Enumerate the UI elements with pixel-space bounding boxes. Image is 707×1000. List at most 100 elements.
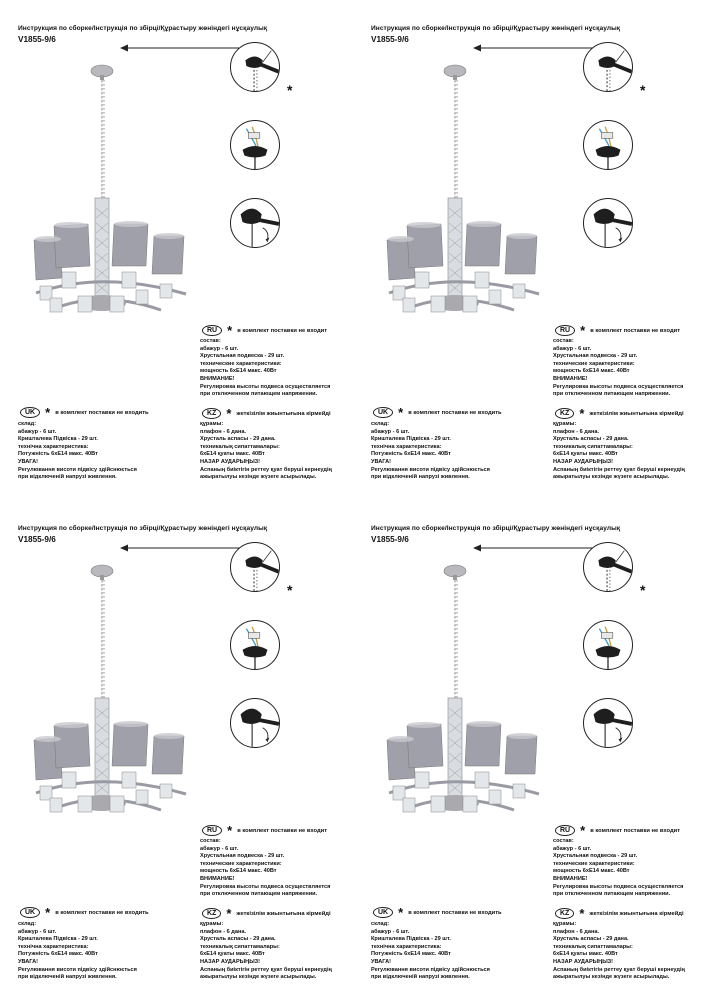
chandelier-illustration (386, 64, 540, 313)
chandelier-illustration (33, 64, 187, 313)
star-icon: * (45, 905, 51, 920)
uk-line: при відключеній напрузі живлення. (18, 974, 117, 981)
chandelier-illustration (386, 564, 540, 813)
kz-note-row: KZ * жеткізілім жиынтығына кірмейді (555, 407, 684, 420)
kz-line: техникалық сипаттамалары: (200, 443, 280, 450)
kz-note: жеткізілім жиынтығына кірмейді (236, 910, 331, 917)
ru-note: в комплект поставки не входит (590, 827, 681, 834)
document-title: Инструкция по сборке/Інструкція по збірц… (18, 25, 268, 32)
kz-note: жеткізілім жиынтығына кірмейді (589, 910, 684, 917)
ru-line: Регулировка высоты подвеса осуществляетс… (553, 383, 684, 390)
uk-line: склад: (18, 421, 37, 427)
ru-badge: RU (555, 825, 576, 836)
star-icon: * (640, 582, 646, 598)
ru-line: мощность 6хЕ14 макс. 40Вт (553, 368, 630, 375)
kz-line: ажыратылуы кезінде жүзеге асырылады. (200, 974, 317, 981)
ru-text-block: состав: абажур - 6 шт. Хрустальная подве… (553, 838, 683, 899)
kz-line: Аспаның биіктігін реттеу қуат беруші кер… (553, 966, 685, 973)
ru-line: абажур - 6 шт. (553, 345, 592, 352)
ru-line: Хрустальная подвеска - 29 шт. (553, 853, 638, 860)
kz-line: құрамы: (553, 921, 577, 927)
ru-line: ВНИМАНИЕ! (553, 375, 588, 382)
ru-note-row: RU * в комплект поставки не входит (202, 823, 328, 838)
uk-line: склад: (371, 421, 390, 427)
uk-line: технічна характеристика: (18, 443, 89, 450)
kz-badge: KZ (202, 908, 222, 919)
kz-note: жеткізілім жиынтығына кірмейді (589, 410, 684, 417)
star-icon: * (287, 82, 293, 98)
model-number: V1855-9/6 (18, 35, 56, 44)
star-icon: * (45, 405, 51, 420)
ru-note-row: RU * в комплект поставки не входит (555, 324, 681, 337)
ru-badge: RU (202, 825, 223, 836)
ru-line: при отключенном питающем напряжении. (200, 891, 318, 898)
ru-line: мощность 6хЕ14 макс. 40Вт (200, 868, 277, 875)
uk-line: Кришталева Підвіска - 29 шт. (18, 436, 98, 443)
uk-line: абажур - 6 шт. (18, 928, 57, 935)
kz-text-block: құрамы: плафон - 6 дана. Хрусталь аспасы… (553, 421, 685, 482)
ru-text-block: состав: абажур - 6 шт. Хрустальная подве… (553, 338, 683, 399)
kz-note-row: KZ * жеткізілім жиынтығына кірмейді (202, 407, 331, 420)
uk-note-row: UK * в комплект поставки не входить (373, 405, 502, 420)
uk-line: УВАГА! (18, 958, 39, 965)
kz-note: жеткізілім жиынтығына кірмейді (236, 410, 331, 417)
uk-line: при відключеній напрузі живлення. (371, 974, 470, 981)
kz-badge: KZ (555, 408, 575, 419)
uk-line: УВАГА! (18, 458, 39, 465)
uk-line: склад: (371, 921, 390, 927)
document-title: Инструкция по сборке/Інструкція по збірц… (18, 525, 268, 532)
ru-line: состав: (200, 838, 221, 844)
uk-text-block: склад: абажур - 6 шт. Кришталева Підвіск… (18, 921, 137, 982)
ru-line: ВНИМАНИЕ! (553, 875, 588, 882)
instruction-panel: Инструкция по сборке/Інструкція по збірц… (0, 500, 353, 1000)
ru-line: состав: (553, 838, 574, 844)
kz-line: Хрусталь аспасы - 29 дана. (200, 436, 276, 443)
star-icon: * (579, 906, 585, 921)
uk-line: склад: (18, 921, 37, 927)
ru-line: абажур - 6 шт. (200, 345, 239, 352)
uk-line: Потужність 6хЕ14 макс. 40Вт (18, 951, 98, 958)
kz-text-block: құрамы: плафон - 6 дана. Хрусталь аспасы… (200, 921, 332, 982)
uk-line: при відключеній напрузі живлення. (18, 474, 117, 481)
uk-line: Кришталева Підвіска - 29 шт. (371, 436, 451, 443)
kz-line: НАЗАР АУДАРЫҢЫЗ! (200, 458, 261, 465)
ru-note: в комплект поставки не входит (590, 327, 681, 334)
model-number: V1855-9/6 (371, 35, 409, 44)
kz-line: құрамы: (200, 921, 224, 927)
model-number: V1855-9/6 (18, 535, 56, 544)
star-icon: * (227, 823, 233, 838)
kz-line: НАЗАР АУДАРЫҢЫЗ! (200, 958, 261, 965)
star-icon: * (226, 906, 232, 921)
uk-text-block: склад: абажур - 6 шт. Кришталева Підвіск… (371, 421, 490, 482)
ru-line: при отключенном питающем напряжении. (553, 391, 671, 398)
uk-line: УВАГА! (371, 958, 392, 965)
uk-line: технічна характеристика: (371, 443, 442, 450)
uk-badge: UK (20, 907, 41, 918)
model-number: V1855-9/6 (371, 535, 409, 544)
canopy-detail-icon (583, 542, 633, 592)
height-adjust-icon (230, 698, 280, 748)
ru-line: при отключенном питающем напряжении. (200, 391, 318, 398)
ru-line: технические характеристики: (200, 360, 282, 367)
ru-line: мощность 6хЕ14 макс. 40Вт (553, 868, 630, 875)
star-icon: * (398, 405, 404, 420)
uk-note-row: UK * в комплект поставки не входить (20, 905, 149, 920)
uk-line: Потужність 6хЕ14 макс. 40Вт (371, 451, 451, 458)
ru-note-row: RU * в комплект поставки не входит (555, 824, 681, 837)
kz-line: 6хЕ14 қуаты макс. 40Вт (553, 951, 618, 958)
chandelier-illustration (33, 564, 187, 813)
uk-note: в комплект поставки не входить (55, 909, 149, 916)
uk-line: при відключеній напрузі живлення. (371, 474, 470, 481)
document-title: Инструкция по сборке/Інструкція по збірц… (371, 525, 621, 532)
ru-note: в комплект поставки не входит (237, 827, 328, 834)
wiring-detail-icon (583, 120, 633, 170)
wiring-detail-icon (583, 620, 633, 670)
ru-line: технические характеристики: (553, 360, 635, 367)
uk-line: Регулювання висоти підвісу здійснюється (371, 966, 490, 973)
uk-line: Регулювання висоти підвісу здійснюється (371, 466, 490, 473)
ru-line: при отключенном питающем напряжении. (553, 891, 671, 898)
kz-note-row: KZ * жеткізілім жиынтығына кірмейді (202, 906, 331, 921)
canopy-detail-icon (230, 42, 280, 92)
uk-line: Регулювання висоти підвісу здійснюється (18, 966, 137, 973)
